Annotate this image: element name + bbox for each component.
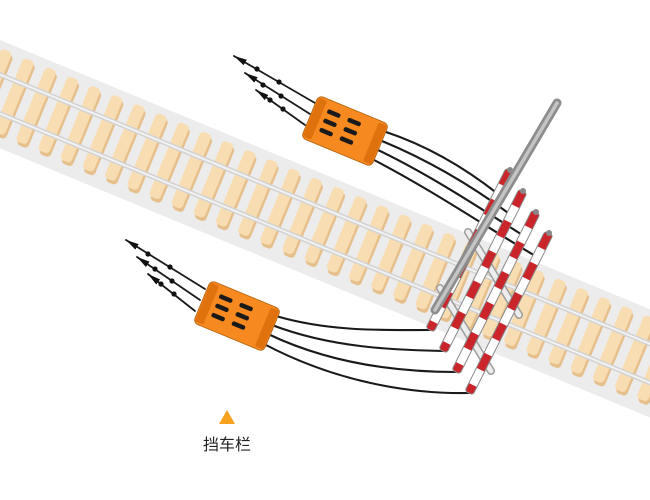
vehicle-barrier	[426, 98, 562, 395]
barrier-bar-caps	[507, 167, 552, 236]
barrier-bar	[452, 210, 540, 374]
caption: 挡车栏	[203, 410, 251, 454]
upper-machine-connectors	[233, 55, 316, 126]
connector-cable	[244, 72, 311, 115]
caption-label: 挡车栏	[203, 436, 251, 454]
control-cable	[262, 342, 471, 395]
control-cable	[274, 314, 432, 332]
control-cable	[384, 130, 500, 196]
control-cable	[266, 332, 458, 374]
connector-cable	[125, 239, 206, 290]
connector-cable	[136, 256, 201, 301]
rail-left	[0, 44, 650, 401]
control-cable	[270, 323, 445, 353]
rail-right	[0, 77, 650, 435]
railway-track	[0, 17, 650, 462]
connector-cable	[147, 273, 196, 312]
caption-marker-icon	[219, 410, 235, 424]
connector-cable	[233, 55, 316, 104]
barrier-mast	[430, 98, 562, 315]
connector-cable	[255, 89, 306, 126]
lower-machine-cables	[262, 314, 471, 395]
lower-machine-connectors	[125, 239, 206, 312]
